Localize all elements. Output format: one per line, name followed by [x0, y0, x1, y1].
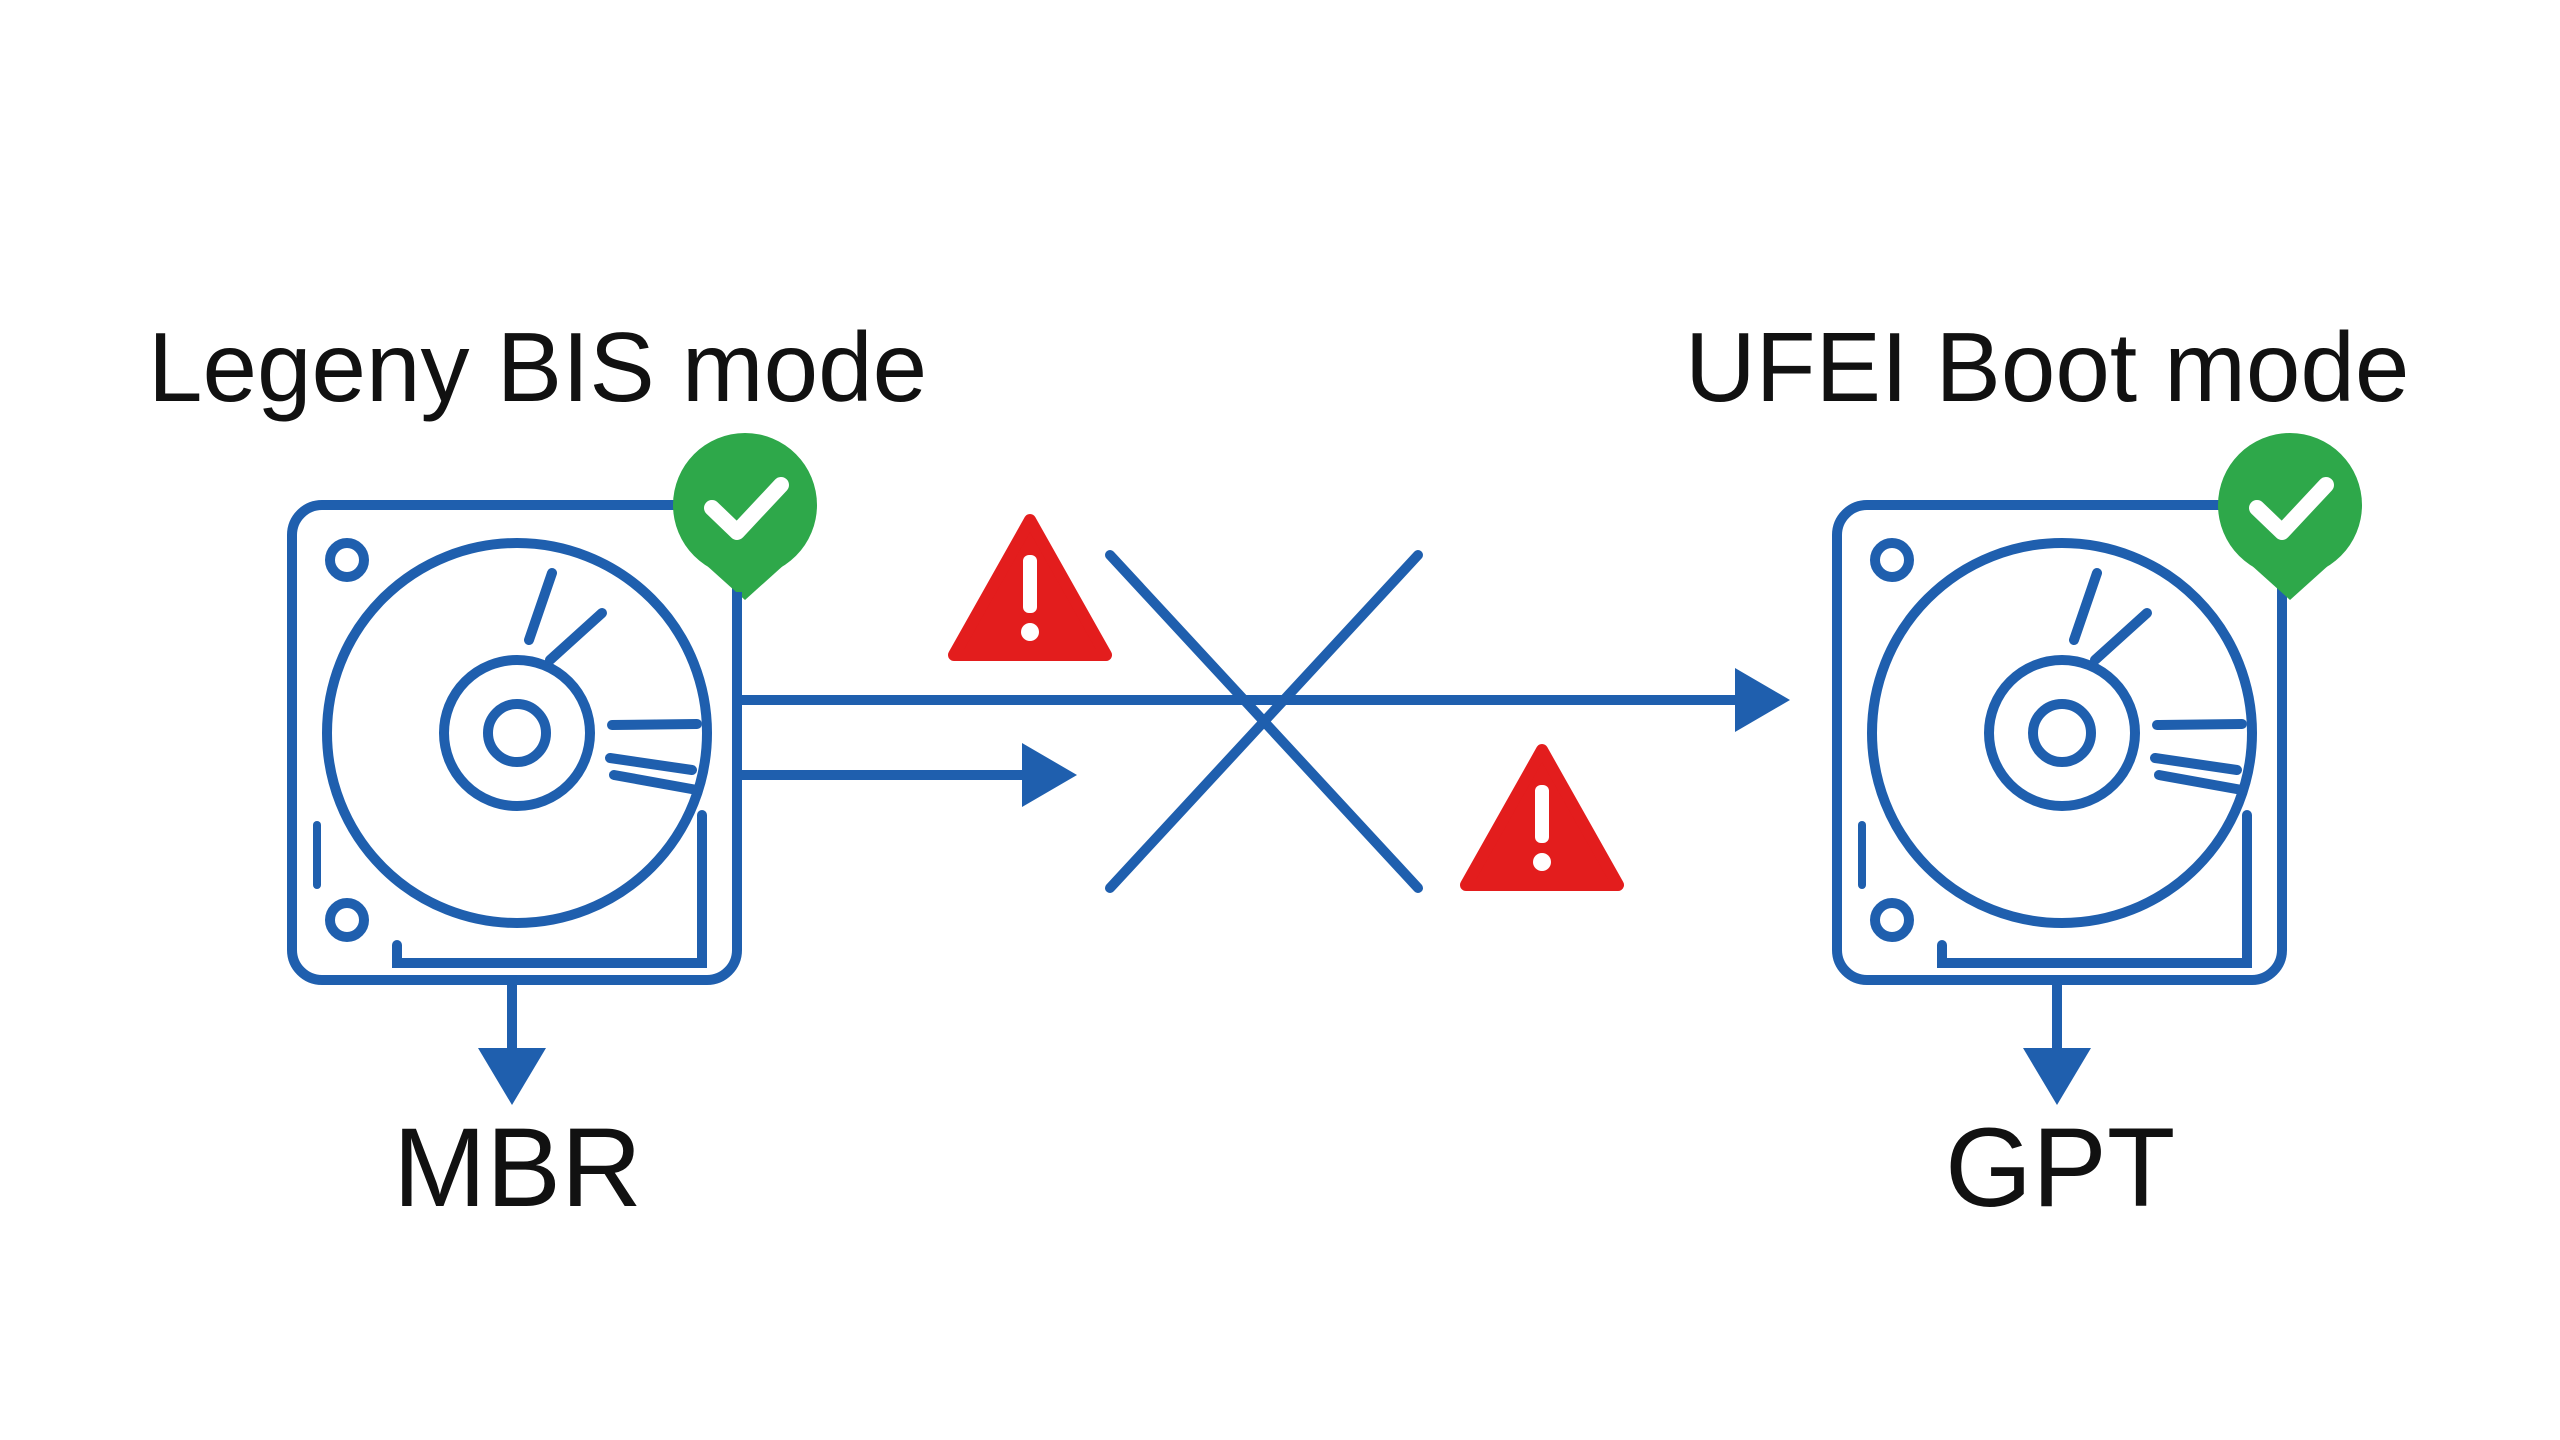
mbr-down-arrow-icon — [478, 980, 546, 1105]
boot-path-arrow-icon — [732, 592, 1790, 732]
legacy-bios-mode-label: Legeny BIS mode — [148, 312, 928, 422]
right-hard-disk-icon — [1837, 505, 2282, 980]
warning-triangle-icon-upper — [954, 520, 1106, 655]
gpt-down-arrow-icon — [2023, 980, 2091, 1105]
left-check-badge-icon — [673, 433, 817, 600]
gpt-label: GPT — [1945, 1105, 2176, 1230]
x-cross-icon — [1105, 550, 1423, 893]
short-arrow-icon — [740, 743, 1077, 807]
left-hard-disk-icon — [292, 505, 737, 980]
right-check-badge-icon — [2218, 433, 2362, 600]
warning-triangle-icon-lower — [1466, 750, 1618, 885]
uefi-boot-mode-label: UFEI Boot mode — [1685, 312, 2410, 422]
mbr-label: MBR — [393, 1105, 642, 1230]
